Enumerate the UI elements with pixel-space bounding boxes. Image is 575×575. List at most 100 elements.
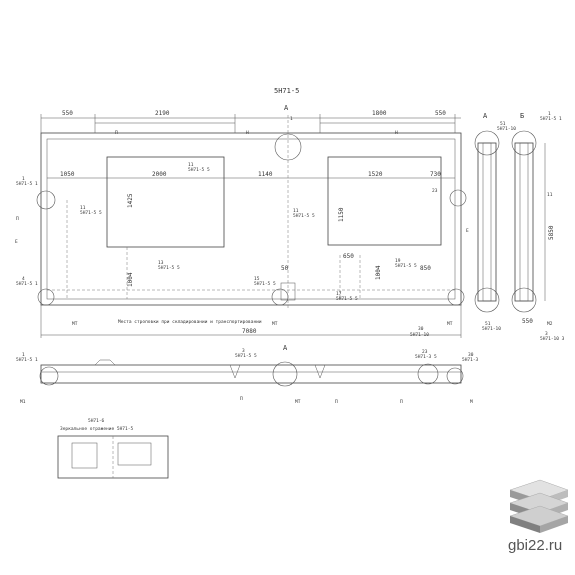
dim-inner-1: 2000: [152, 171, 167, 178]
mirror-caption: Зеркальное отражение 5Н71-5: [60, 426, 133, 432]
marker-p-b1: П: [240, 396, 243, 402]
top-rib-right: [319, 122, 456, 133]
ref-14: 5Н71-10 3: [540, 336, 565, 342]
dim-side-height: 5850: [548, 225, 555, 240]
marker-mt-3: МТ: [447, 321, 453, 327]
label-11: 11: [188, 162, 194, 168]
dim-left-window: 1425: [127, 193, 134, 208]
label-1-left: 1: [22, 176, 25, 182]
label-23: 23: [432, 188, 438, 194]
ref-1: 5Н71-5 5: [188, 167, 210, 173]
section-a-mark: А: [284, 104, 289, 112]
dim-right-window: 1150: [338, 207, 345, 222]
ref-13: 5Н71-5 1: [540, 116, 562, 122]
label-30-bottom: 30: [468, 352, 474, 358]
ref-7: 5Н71-5 5: [336, 296, 358, 302]
label-15: 15: [254, 276, 260, 282]
label-51-a: 51: [485, 321, 491, 327]
detail-circle-top: [274, 133, 302, 161]
panel-inner-outline: [46, 138, 456, 300]
ref-5: 5Н71-5 5: [395, 263, 417, 269]
marker-e: Е: [15, 239, 18, 245]
dim-small-c: 650: [343, 253, 354, 260]
marker-e-right: Е: [466, 228, 469, 234]
label-11-b: 11: [547, 192, 553, 198]
brand-logo-icon: [509, 479, 569, 533]
top-rib-left: [94, 122, 236, 133]
dim-small-e: 50: [281, 265, 289, 272]
bottom-section-body: [40, 364, 462, 384]
section-a-bottom: А: [283, 344, 288, 352]
marker-n-right: Н: [395, 130, 398, 136]
lift-loop-center: [280, 282, 296, 301]
detail-circle-br: [447, 288, 465, 306]
ref-16: 5Н71-5 5: [235, 353, 257, 359]
top-dimensions: 550 2190 1800 550: [40, 110, 461, 133]
label-13: 13: [158, 260, 164, 266]
section-a-body: [477, 142, 497, 302]
dim-top-3: 1800: [372, 110, 387, 117]
dim-side-left: 1050: [60, 171, 75, 178]
drawing-title: 5Н71-5: [274, 87, 299, 95]
section-b-body: [514, 142, 534, 302]
mirror-code: 5Н71-6: [88, 418, 105, 424]
mirror-view: 5Н71-6 Зеркальное отражение 5Н71-5: [57, 418, 169, 479]
dim-top-1: 550: [62, 110, 73, 117]
bottom-section: А 1 5Н71-5 1 3 5Н71-5 5 23 5Н71-3 5 30 5…: [16, 344, 479, 405]
ref-12: 5Н71-10: [482, 326, 501, 332]
note-lifting: Места строповки при складировании и тран…: [118, 319, 262, 325]
marker-p-b2: П: [335, 399, 338, 405]
brand-link[interactable]: gbi22.ru: [508, 537, 563, 554]
label-17: 17: [336, 291, 342, 297]
dim-inner-4: 730: [430, 171, 441, 178]
dim-inner-2: 1140: [258, 171, 273, 178]
label-11-right: 11: [293, 208, 299, 214]
section-b-label: Б: [520, 112, 524, 120]
marker-m2: М2: [547, 321, 553, 327]
detail-circle-bl: [37, 288, 55, 306]
ref-15: 5Н71-5 1: [16, 357, 38, 363]
total-dimension: 7080: [40, 305, 462, 338]
window-right: [327, 156, 442, 246]
ref-6: 5Н71-5 5: [254, 281, 276, 287]
label-3-bottom: 3: [242, 348, 245, 354]
window-left: [106, 156, 225, 248]
label-11-left: 11: [80, 205, 86, 211]
detail-circle-right: [449, 189, 467, 207]
ref-11: 5Н71-10: [497, 126, 516, 132]
section-a-label: А: [483, 112, 488, 120]
label-19: 19: [395, 258, 401, 264]
section-view-b: Б 1 5Н71-5 1 11 М2 3 5Н71-10 3 5850 550: [511, 111, 565, 342]
marker-p-b3: П: [400, 399, 403, 405]
ref-18: 5Н71-3: [462, 357, 479, 363]
label-23-bottom: 23: [422, 349, 428, 355]
ref-17: 5Н71-3 5: [415, 354, 437, 360]
ref-3: 5Н71-5 5: [158, 265, 180, 271]
ref-9: 5Н71-5 1: [16, 281, 38, 287]
label-35: 51: [500, 121, 506, 127]
marker-mt-b: МТ: [295, 399, 301, 405]
dim-inner-3: 1520: [368, 171, 383, 178]
label-1-bottom: 1: [22, 352, 25, 358]
ref-2: 5Н71-5 5: [80, 210, 102, 216]
section-view-a: А 51 5Н71-10 51 5Н71-10: [474, 112, 516, 332]
dim-bottom-small: 550: [522, 318, 533, 325]
marker-m1: М1: [20, 399, 26, 405]
panel-outline: [40, 132, 462, 306]
marker-p-top: П: [115, 130, 118, 136]
label-3-b: 3: [545, 331, 548, 337]
marker-mt-1: МТ: [72, 321, 78, 327]
label-30: 30: [418, 326, 424, 332]
dim-total: 7080: [242, 328, 257, 335]
dim-small-a: 1004: [127, 272, 134, 287]
label-1-top: 1: [290, 116, 293, 122]
marker-n: Н: [246, 130, 249, 136]
marker-mt-2: МТ: [272, 321, 278, 327]
detail-circle-bc: [271, 288, 289, 306]
dim-top-2: 2190: [155, 110, 170, 117]
inner-dimensions: 1050 2000 1140 1520 730: [47, 171, 455, 179]
label-1-b: 1: [548, 111, 551, 117]
label-4: 4: [22, 276, 25, 282]
